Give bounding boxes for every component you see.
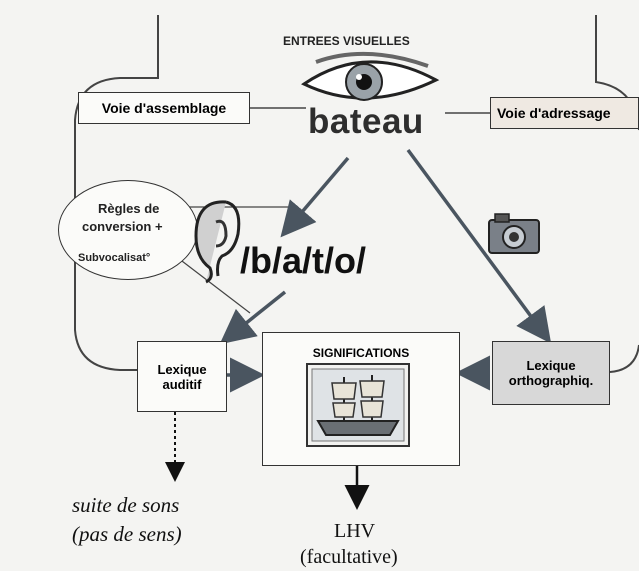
lhv-facultative-label: (facultative) xyxy=(300,546,398,568)
lexique-auditif-line2: auditif xyxy=(162,376,202,392)
lexique-ortho-line1: Lexique xyxy=(526,358,576,373)
written-word-bateau: bateau xyxy=(308,102,424,141)
camera-icon xyxy=(488,213,540,254)
lexique-auditif-box: Lexique auditif xyxy=(137,341,227,412)
lexique-ortho-line2: orthographiq. xyxy=(508,373,594,388)
significations-title: SIGNIFICATIONS xyxy=(312,346,410,360)
ship-icon xyxy=(306,363,410,447)
rules-text-line1: Règles de xyxy=(98,201,160,216)
rules-text-line2: conversion + xyxy=(82,219,163,234)
voie-assemblage-label: Voie d'assemblage xyxy=(78,92,250,124)
phonemes-text: /b/a/t/o/ xyxy=(240,240,366,281)
ear-icon xyxy=(194,200,241,284)
voie-adressage-label: Voie d'adressage xyxy=(490,97,639,129)
suite-de-sons-line2: (pas de sens) xyxy=(72,522,182,546)
entrees-visuelles-label: ENTREES VISUELLES xyxy=(283,34,410,48)
lexique-auditif-line1: Lexique xyxy=(157,361,207,377)
eye-icon xyxy=(301,51,440,101)
lhv-label: LHV xyxy=(334,520,376,542)
suite-de-sons-line1: suite de sons xyxy=(72,493,180,517)
subvocalisation-text: Subvocalisat° xyxy=(78,252,151,264)
lexique-orthographique-box: Lexique orthographiq. xyxy=(492,341,610,405)
